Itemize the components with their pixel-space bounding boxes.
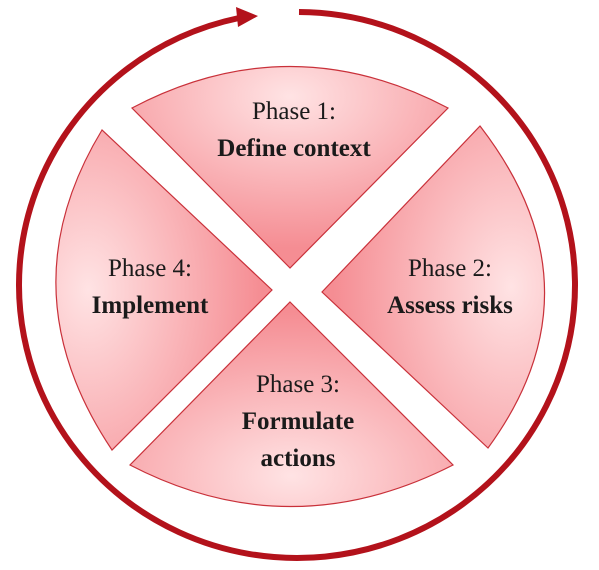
phase-1-sector bbox=[131, 66, 449, 269]
phase-4-name: Implement bbox=[92, 292, 209, 319]
phase-2-label: Phase 2: bbox=[408, 255, 492, 282]
phase-3-label: Phase 3: bbox=[256, 371, 340, 398]
sector-group bbox=[55, 66, 546, 507]
cycle-ring bbox=[16, 7, 578, 561]
phase-3-name-line-2: actions bbox=[261, 445, 336, 472]
phase-2-text: Phase 2: Assess risks bbox=[387, 255, 513, 319]
cycle-ring-arc bbox=[16, 9, 578, 561]
phase-4-label: Phase 4: bbox=[108, 255, 192, 282]
phase-3-text: Phase 3: Formulate actions bbox=[242, 371, 354, 472]
cycle-arrow-icon bbox=[236, 7, 258, 27]
phase-1-label: Phase 1: bbox=[252, 98, 336, 125]
phase-1-text: Phase 1: Define context bbox=[217, 98, 371, 162]
phase-2-sector bbox=[321, 125, 546, 449]
phase-3-sector bbox=[129, 301, 455, 507]
phase-4-text: Phase 4: Implement bbox=[92, 255, 209, 319]
phase-4-sector bbox=[55, 129, 273, 451]
phase-3-name-line-1: Formulate bbox=[242, 408, 354, 435]
phase-2-name: Assess risks bbox=[387, 292, 513, 319]
phase-1-name: Define context bbox=[217, 135, 371, 162]
